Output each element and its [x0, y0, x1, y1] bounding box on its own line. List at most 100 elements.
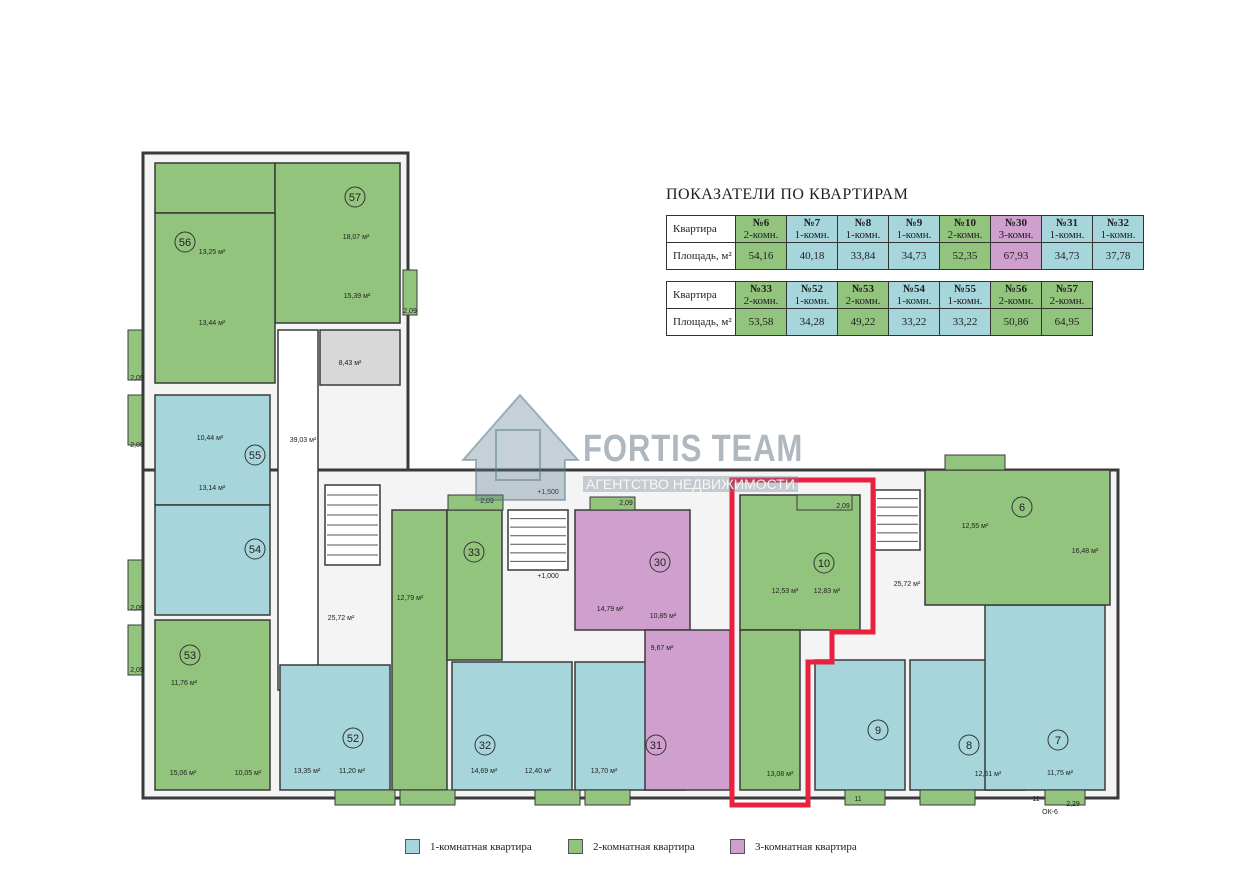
apartment-number: №32 — [1106, 217, 1130, 229]
legend-one-room: 1-комнатная квартира — [405, 839, 532, 854]
apartment-number: №8 — [854, 217, 872, 229]
dimension-label: 2,09 — [130, 667, 144, 674]
apartment-area: 33,84 — [837, 242, 889, 270]
apartment-number: №54 — [902, 283, 926, 295]
dimension-label: +1,500 — [537, 489, 559, 496]
dimension-label: 11 — [1032, 796, 1039, 803]
room-area-label: 12,61 м² — [975, 771, 1002, 778]
room-area-label: 11,75 м² — [1047, 770, 1074, 777]
balcony — [944, 454, 1006, 471]
apartment-number-circle — [174, 231, 196, 253]
dimension-label: 2,09 — [403, 308, 417, 315]
apartment-type: 1-комн. — [794, 295, 830, 307]
apartment-number-6: 6 — [1019, 502, 1025, 514]
table-title: ПОКАЗАТЕЛИ ПО КВАРТИРАМ — [666, 186, 909, 203]
apartment-area: 50,86 — [990, 308, 1042, 336]
apartment-number: №31 — [1055, 217, 1079, 229]
balcony — [589, 496, 636, 511]
balcony — [127, 624, 143, 676]
legend-swatch-three-room — [730, 839, 745, 854]
apartment-number: №53 — [851, 283, 875, 295]
apartment-type: 2-комн. — [1049, 295, 1085, 307]
room-area-label: 39,03 м² — [290, 437, 317, 444]
dimension-label: 2,09 — [619, 500, 633, 507]
apartment-30-zone — [644, 629, 731, 791]
apartment-number: №33 — [749, 283, 773, 295]
room-area-label: 18,07 м² — [343, 234, 370, 241]
apartment-type: 1-комн. — [845, 229, 881, 241]
apartment-number-circle — [1011, 496, 1033, 518]
apartment-number-30: 30 — [654, 557, 666, 569]
row-label-apartment: Квартира — [666, 215, 736, 243]
legend-swatch-one-room — [405, 839, 420, 854]
room-area-label: 10,05 м² — [235, 770, 262, 777]
room-area-label: 15,06 м² — [170, 770, 197, 777]
watermark-house-icon — [460, 393, 581, 501]
balcony — [127, 394, 143, 446]
apartment-number-circle — [645, 734, 667, 756]
room-area-label: 12,55 м² — [962, 523, 989, 530]
apartment-area: 49,22 — [837, 308, 889, 336]
apartment-number-circle — [649, 551, 671, 573]
apartment-number-circle — [1047, 729, 1069, 751]
apartment-number-circle — [244, 538, 266, 560]
apartment-area: 33,22 — [888, 308, 940, 336]
balcony — [844, 789, 886, 806]
room-area-label: 14,69 м² — [471, 768, 498, 775]
room-area-label: 13,25 м² — [199, 249, 226, 256]
row-label-apartment: Квартира — [666, 281, 736, 309]
watermark-tagline: АГЕНТСТВО НЕДВИЖИМОСТИ — [583, 476, 798, 492]
apartment-number-circle — [813, 552, 835, 574]
room-area-label: 10,44 м² — [197, 435, 224, 442]
dimension-label: 2,09 — [836, 503, 850, 510]
room-area-label: 15,39 м² — [344, 293, 371, 300]
apartment-type: 1-комн. — [1049, 229, 1085, 241]
legend-label-three-room: 3-комнатная квартира — [755, 840, 857, 853]
balcony — [334, 789, 396, 806]
apartment-10-zone — [739, 494, 861, 631]
room-area-label: 13,70 м² — [591, 768, 618, 775]
apartment-number-52: 52 — [347, 733, 359, 745]
highlight-apartment-10 — [729, 477, 876, 808]
balcony — [919, 789, 976, 806]
row-label-area: Площадь, м² — [666, 242, 736, 270]
apartment-type: 2-комн. — [743, 295, 779, 307]
apartment-number-10: 10 — [818, 558, 830, 570]
apartment-area: 37,78 — [1092, 242, 1144, 270]
apartment-area: 64,95 — [1041, 308, 1093, 336]
apartment-number-57: 57 — [349, 192, 361, 204]
apartment-57-zone — [154, 162, 276, 214]
row-label-area: Площадь, м² — [666, 308, 736, 336]
apartment-10-zone — [739, 629, 801, 791]
room-area-label: 11,76 м² — [171, 680, 198, 687]
apartment-number-circle — [342, 727, 364, 749]
apartment-number-circle — [463, 541, 485, 563]
apartment-number: №6 — [752, 217, 770, 229]
apartment-57-zone — [274, 162, 401, 324]
room-area-label: 13,14 м² — [199, 485, 226, 492]
apartment-type: 2-комн. — [845, 295, 881, 307]
apartment-6-zone — [924, 469, 1111, 606]
apartment-number-circle — [179, 644, 201, 666]
apartment-type: 1-комн. — [947, 295, 983, 307]
apartment-number-33: 33 — [468, 547, 480, 559]
apartment-7-zone — [984, 604, 1106, 791]
apartment-type: 2-комн. — [998, 295, 1034, 307]
apartment-area: 34,73 — [1041, 242, 1093, 270]
apartment-number-8: 8 — [966, 740, 972, 752]
balcony — [127, 559, 143, 611]
room-area-label: 8,43 м² — [339, 360, 362, 367]
apartment-type: 1-комн. — [896, 229, 932, 241]
apartment-33-zone — [391, 509, 448, 791]
apartment-area: 54,16 — [735, 242, 787, 270]
legend-three-room: 3-комнатная квартира — [730, 839, 857, 854]
apartment-56-zone — [154, 212, 276, 384]
